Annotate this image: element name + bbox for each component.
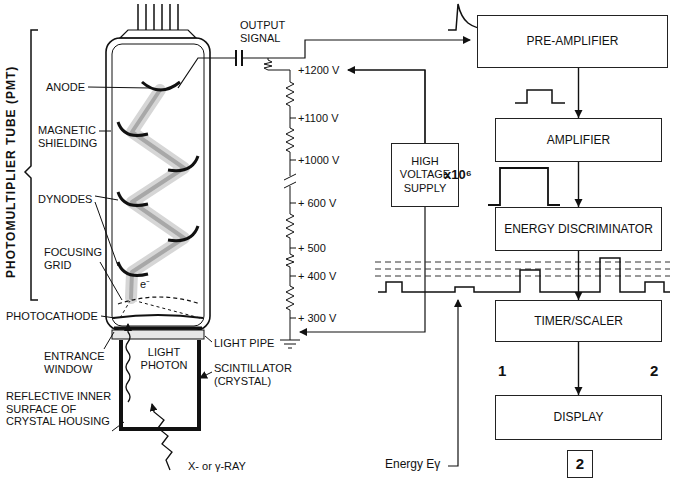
node-text: ENERGY DISCRIMINATOR	[504, 222, 653, 236]
voltage-label: +1200 V	[298, 64, 339, 77]
light-photon-path	[126, 324, 130, 402]
amplified-pulse	[488, 168, 560, 205]
part-label: ENTRANCE WINDOW	[44, 350, 108, 375]
electron-beam-core	[131, 90, 184, 298]
voltage-label: + 300 V	[298, 312, 336, 325]
part-label: MAGNETIC SHIELDING	[38, 124, 102, 149]
photocathode	[113, 315, 203, 318]
flow-arrow	[575, 162, 583, 207]
leader-line	[88, 87, 212, 431]
channel-number: 1	[498, 362, 506, 379]
radiation-label: X- or γ-RAY	[188, 460, 246, 473]
dynode-symbol	[118, 122, 198, 276]
focusing-grid	[118, 297, 200, 304]
break-mark	[284, 174, 296, 188]
process-box: AMPLIFIER	[495, 118, 662, 162]
part-label: DYNODES	[38, 193, 92, 206]
part-label: ANODE	[46, 81, 85, 94]
process-box: DISPLAY	[495, 395, 662, 440]
node-text: DISPLAY	[554, 410, 604, 424]
threshold-lines	[375, 262, 670, 276]
node-text: 2	[576, 455, 584, 473]
resistor-symbol	[264, 58, 290, 70]
gain-label: x10⁶	[444, 168, 472, 183]
electron-beam	[131, 90, 184, 298]
glass-envelope	[112, 44, 204, 326]
entrance-window	[114, 327, 202, 330]
flow-arrow	[575, 68, 583, 118]
crystal-housing	[121, 340, 199, 429]
anode-symbol	[142, 82, 180, 90]
input-label: Energy Eγ	[385, 458, 440, 472]
part-label: LIGHT PIPE	[214, 337, 274, 350]
part-label: LIGHT PHOTON	[136, 346, 192, 371]
energy-input-line	[448, 300, 458, 466]
channel-number: 2	[650, 362, 658, 379]
magnetic-shielding	[106, 38, 210, 330]
tube-cap	[120, 30, 196, 38]
voltage-label: + 500	[298, 242, 326, 255]
page-number-box: 2	[567, 450, 593, 478]
tap-ticks	[290, 118, 296, 318]
capacitor-symbol	[236, 50, 242, 66]
signal-label: OUTPUT SIGNAL	[240, 19, 302, 44]
bracket	[25, 30, 38, 300]
flow-arrow	[575, 342, 583, 395]
process-box: PRE-AMPLIFIER	[477, 15, 668, 68]
arrow-head	[575, 292, 583, 300]
pulse-train	[378, 258, 670, 292]
process-box: ENERGY DISCRIMINATOR	[495, 207, 662, 251]
arrow-head	[575, 110, 583, 118]
tube-pins	[138, 4, 178, 30]
ground-symbol	[280, 340, 300, 348]
gamma-ray-path	[152, 404, 172, 470]
voltage-label: +1100 V	[298, 112, 338, 125]
part-label: REFLECTIVE INNER SURFACE OF CRYSTAL HOUS…	[6, 390, 118, 428]
part-label: PHOTOCATHODE	[6, 310, 98, 323]
voltage-label: + 400 V	[298, 270, 336, 283]
node-text: AMPLIFIER	[547, 133, 610, 147]
arrow-head	[575, 387, 583, 395]
device-title: PHOTOMULTIPLIER TUBE (PMT)	[5, 32, 19, 312]
small-pulse	[515, 90, 565, 103]
arrow-head	[575, 199, 583, 207]
node-text: PRE-AMPLIFIER	[526, 34, 618, 48]
process-box: TIMER/SCALER	[495, 300, 662, 342]
divider-chain	[286, 70, 294, 340]
part-label: FOCUSING GRID	[44, 246, 106, 271]
output-wire	[178, 40, 470, 88]
light-pipe	[112, 330, 204, 339]
node-text: TIMER/SCALER	[534, 314, 623, 328]
voltage-label: + 600 V	[298, 197, 336, 210]
electron-symbol: e⁻	[140, 278, 150, 291]
part-label: SCINTILLATOR (CRYSTAL)	[214, 362, 304, 387]
voltage-label: +1000 V	[298, 154, 339, 167]
flow-arrow	[575, 251, 583, 300]
hv-wire-top	[348, 70, 425, 150]
